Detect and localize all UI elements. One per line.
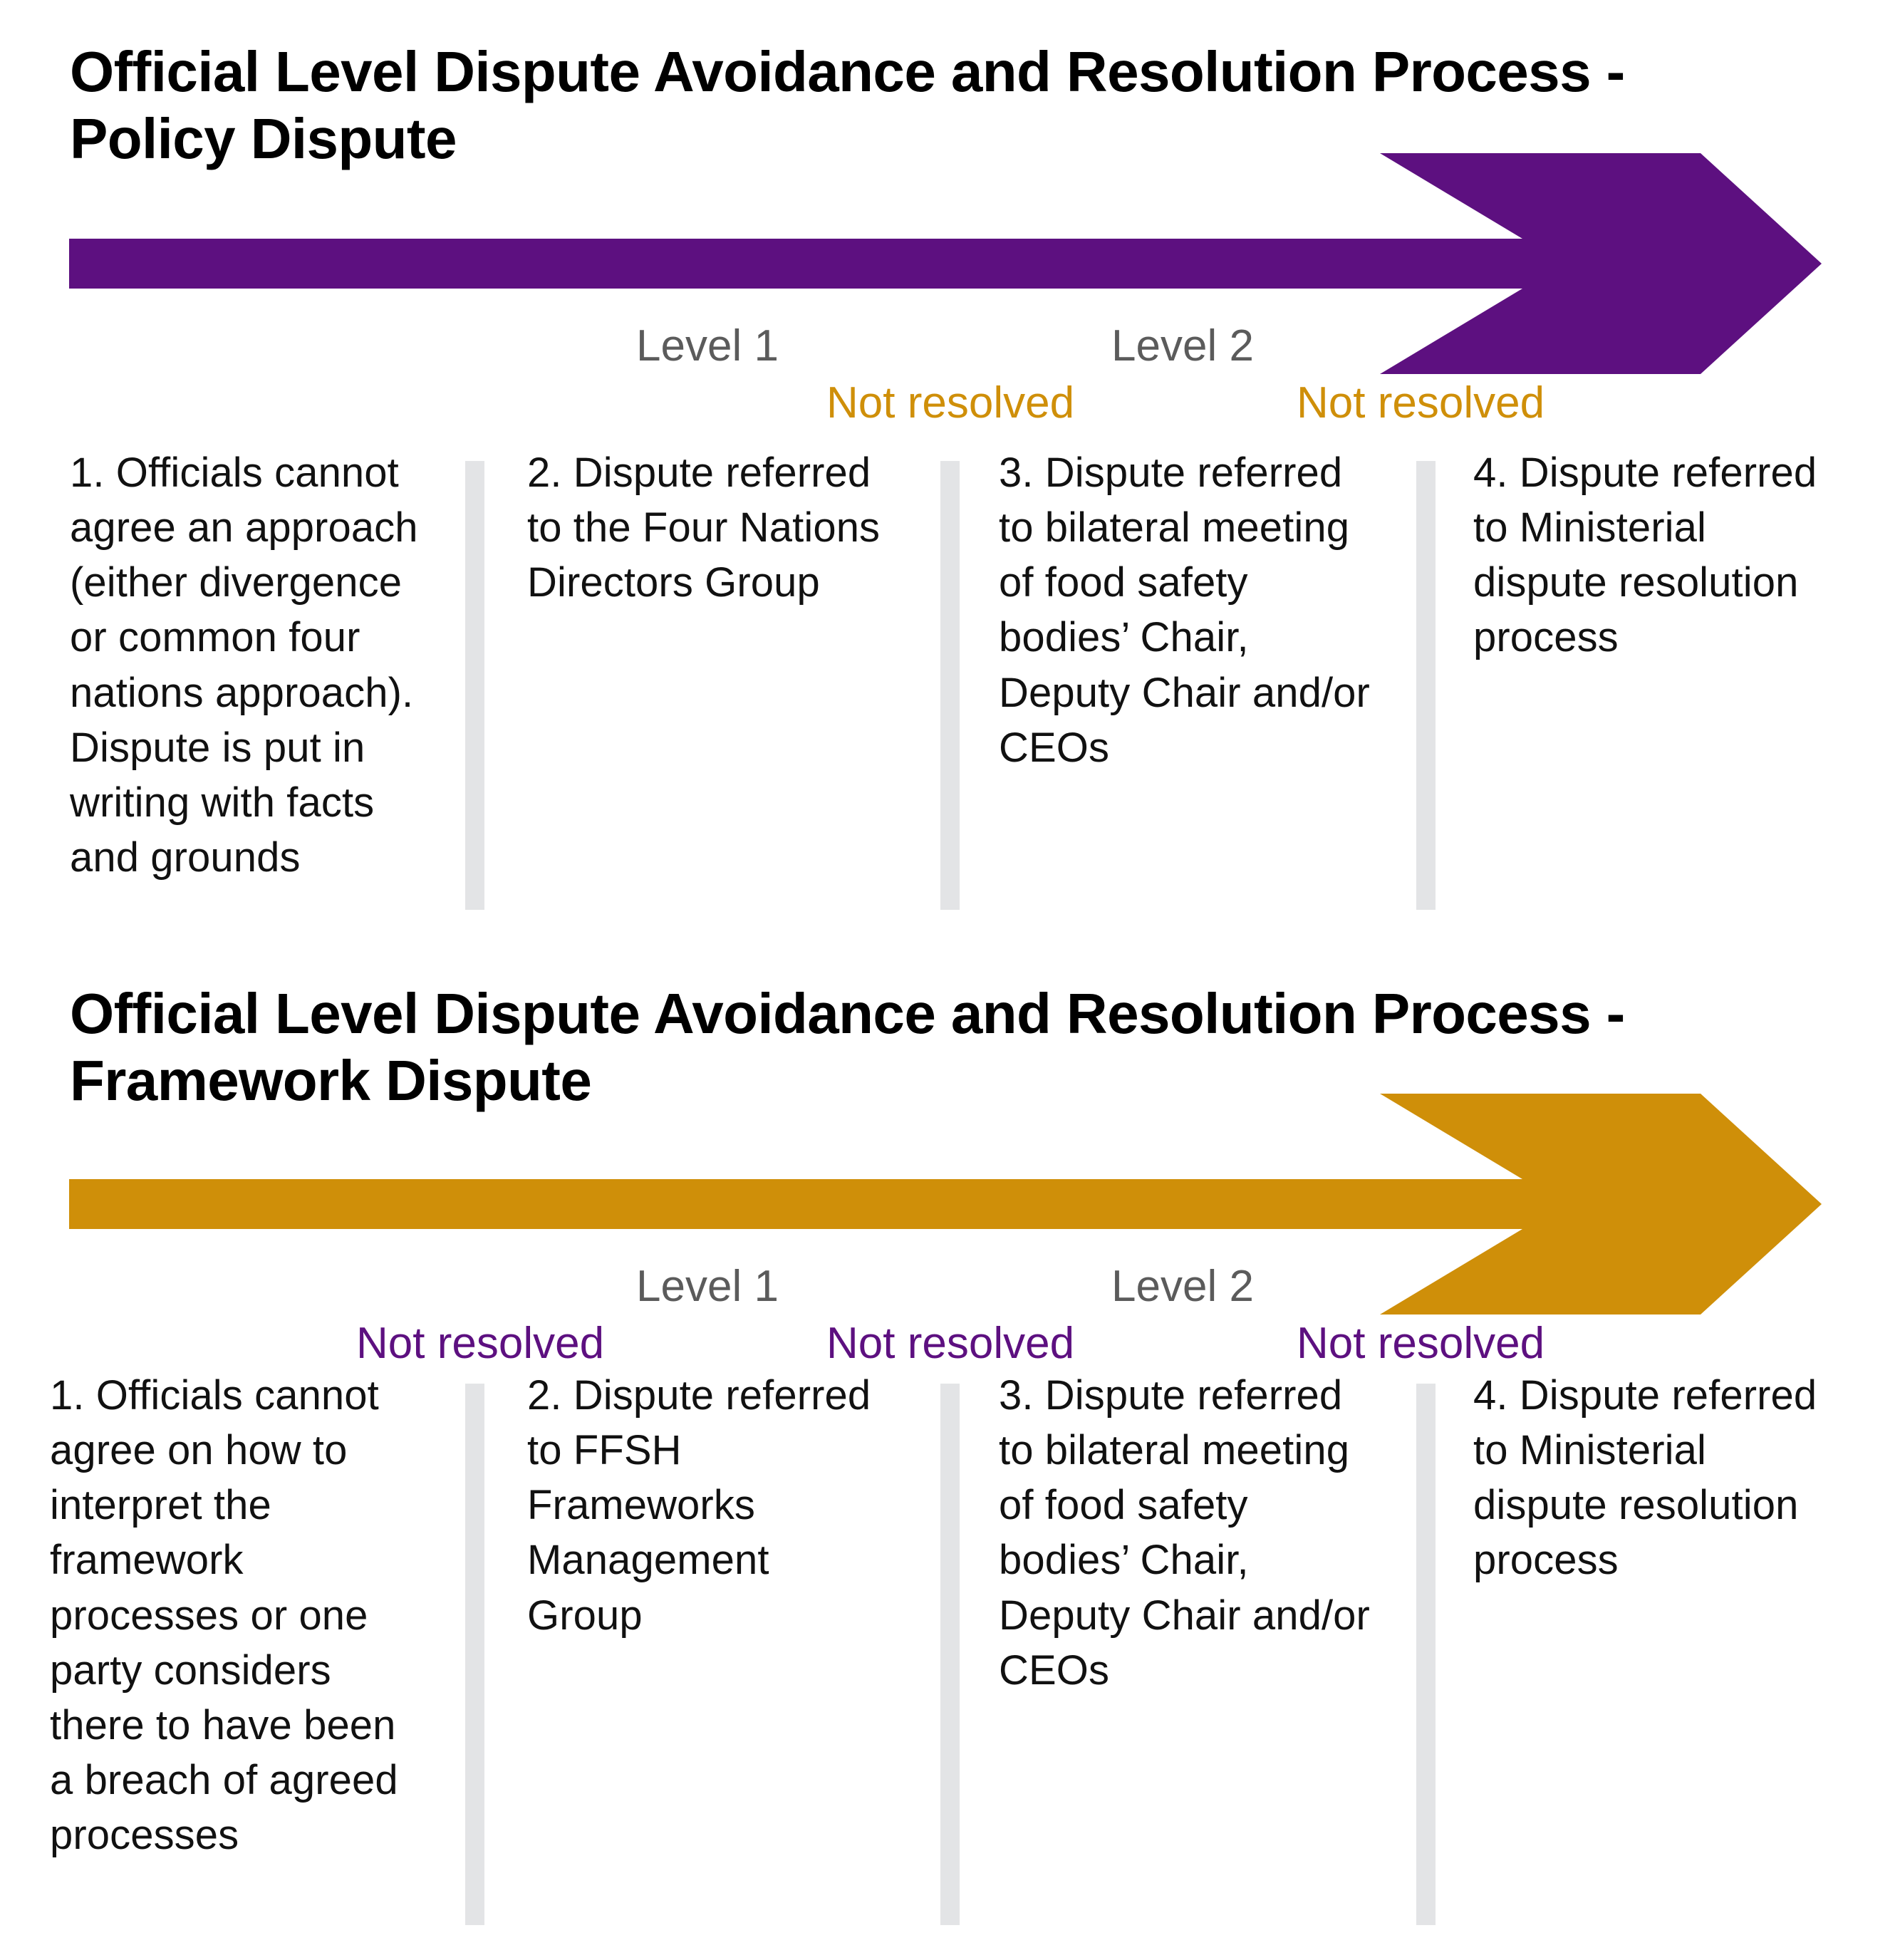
column-divider <box>1416 1384 1436 1925</box>
level-label-1-framework: Level 1 <box>636 1262 779 1311</box>
column-divider <box>1416 461 1436 910</box>
not-resolved-label-2-framework: Not resolved <box>826 1319 1075 1368</box>
level-label-2-policy: Level 2 <box>1111 321 1254 370</box>
step-2-policy: 2. Dispute referred to the Four Nations … <box>527 450 881 606</box>
not-resolved-label-1-framework: Not resolved <box>356 1319 605 1368</box>
page-title-policy: Official Level Dispute Avoidance and Res… <box>70 40 1625 171</box>
column-divider <box>465 1384 484 1925</box>
step-1-framework: 1. Officials cannot agree on how to inte… <box>50 1372 398 1858</box>
page-title-framework: Official Level Dispute Avoidance and Res… <box>70 982 1625 1113</box>
step-2-framework: 2. Dispute referred to FFSH Frameworks M… <box>527 1372 871 1639</box>
column-divider <box>465 461 484 910</box>
right-arrow-policy <box>69 153 1822 374</box>
step-3-policy: 3. Dispute referred to bilateral meeting… <box>999 450 1370 771</box>
column-divider <box>940 461 960 910</box>
column-divider <box>940 1384 960 1925</box>
step-4-framework: 4. Dispute referred to Ministerial dispu… <box>1473 1372 1817 1584</box>
not-resolved-label-3-framework: Not resolved <box>1297 1319 1545 1368</box>
not-resolved-label-1-policy: Not resolved <box>826 378 1075 427</box>
right-arrow-framework <box>69 1094 1822 1315</box>
step-1-policy: 1. Officials cannot agree an approach (e… <box>70 450 418 881</box>
step-4-policy: 4. Dispute referred to Ministerial dispu… <box>1473 450 1817 661</box>
step-columns-policy: 1. Officials cannot agree an approach (e… <box>0 445 1900 930</box>
section-framework-dispute: Official Level Dispute Avoidance and Res… <box>0 948 1900 1960</box>
section-policy-dispute: Official Level Dispute Avoidance and Res… <box>0 0 1900 948</box>
not-resolved-label-2-policy: Not resolved <box>1297 378 1545 427</box>
step-3-framework: 3. Dispute referred to bilateral meeting… <box>999 1372 1370 1694</box>
level-label-1-policy: Level 1 <box>636 321 779 370</box>
level-label-2-framework: Level 2 <box>1111 1262 1254 1311</box>
step-columns-framework: 1. Officials cannot agree on how to inte… <box>0 1368 1900 1938</box>
